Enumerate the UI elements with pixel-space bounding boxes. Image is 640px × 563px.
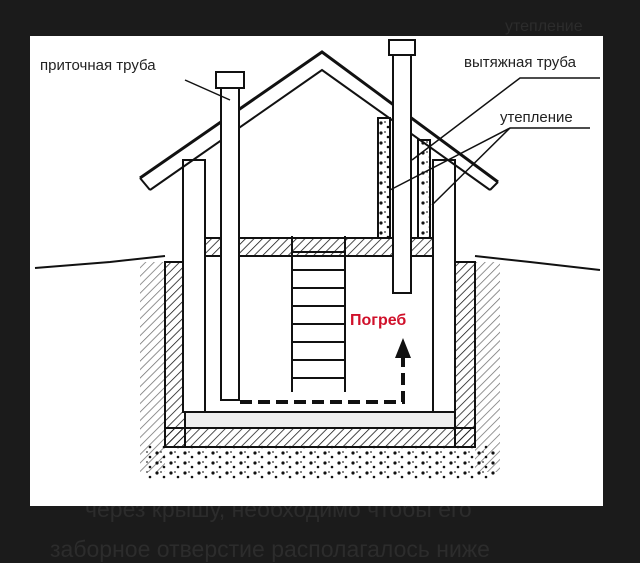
exhaust-pipe	[388, 39, 416, 294]
ground	[34, 255, 601, 480]
insulation-label: утепление	[500, 109, 573, 126]
background-label-insulation: утепление	[505, 18, 583, 35]
house-walls	[182, 117, 456, 413]
airflow-arrow	[240, 338, 411, 404]
cellar-walls	[164, 261, 476, 448]
leader-lines	[184, 77, 600, 206]
cellar-label: Погреб	[350, 312, 406, 329]
intake-pipe	[215, 71, 245, 401]
ladder	[291, 236, 346, 392]
intake-pipe-label: приточная труба	[40, 57, 156, 74]
exhaust-pipe-label: вытяжная труба	[464, 54, 577, 71]
